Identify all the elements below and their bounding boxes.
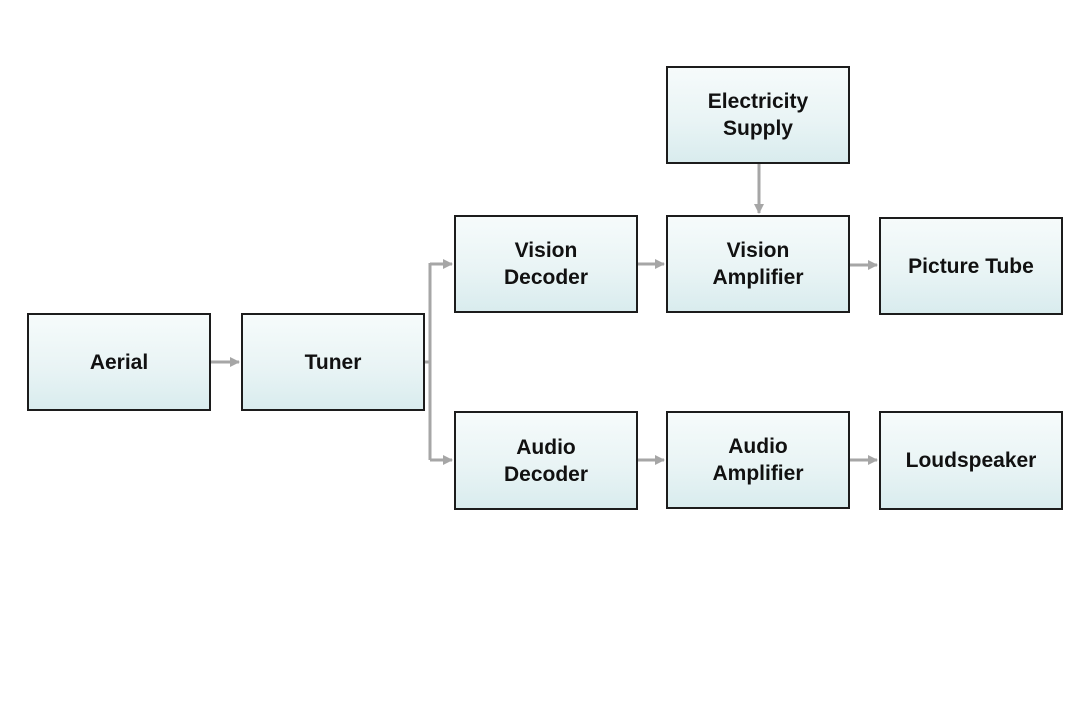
block-electricity-supply: Electricity Supply	[666, 66, 850, 164]
block-aerial: Aerial	[27, 313, 211, 411]
block-tuner-label: Tuner	[304, 350, 362, 374]
block-audio-decoder: Audio Decoder	[454, 411, 638, 510]
block-audio-amplifier: Audio Amplifier	[666, 411, 850, 509]
block-vision-decoder-label: Vision Decoder	[503, 239, 589, 289]
block-vision-amplifier: Vision Amplifier	[666, 215, 850, 313]
block-audio-amplifier-label: Audio Amplifier	[712, 435, 804, 485]
block-electricity-supply-label: Electricity Supply	[707, 90, 809, 140]
block-tuner: Tuner	[241, 313, 425, 411]
block-picture-tube: Picture Tube	[879, 217, 1063, 315]
block-vision-decoder: Vision Decoder	[454, 215, 638, 313]
block-aerial-label: Aerial	[89, 350, 149, 374]
block-picture-tube-label: Picture Tube	[908, 254, 1034, 278]
block-audio-decoder-label: Audio Decoder	[503, 435, 589, 486]
block-loudspeaker: Loudspeaker	[879, 411, 1063, 510]
block-loudspeaker-label: Loudspeaker	[905, 449, 1037, 472]
block-vision-amplifier-label: Vision Amplifier	[712, 239, 804, 289]
